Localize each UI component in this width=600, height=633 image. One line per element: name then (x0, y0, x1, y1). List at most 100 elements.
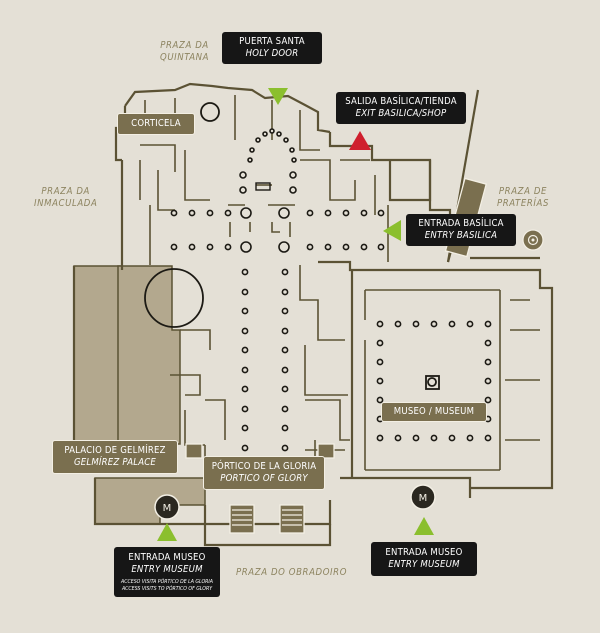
column (281, 444, 289, 452)
column (448, 434, 456, 442)
column (376, 320, 384, 328)
corticela-label: CORTICELA (117, 113, 195, 135)
holy-door-label: PUERTA SANTA HOLY DOOR (222, 32, 322, 64)
column (394, 320, 402, 328)
museum-label: MUSEO / MUSEUM (381, 402, 487, 422)
column (239, 186, 247, 194)
column (269, 128, 275, 134)
plaza-quintana: PRAZA DA QUINTANA (160, 40, 209, 64)
column (240, 207, 252, 219)
red-arrow-exit (349, 131, 371, 150)
column (376, 377, 384, 385)
column (377, 209, 385, 217)
museum-marker-left-letter: M (163, 503, 172, 514)
portico-label-es: PÓRTICO DE LA GLORIA (211, 461, 317, 472)
plaza-praterias-line1: PRAZA DE (498, 186, 548, 197)
column (206, 243, 214, 251)
column (241, 405, 249, 413)
plaza-quintana-line1: PRAZA DA (160, 40, 209, 51)
column (360, 243, 368, 251)
column (430, 434, 438, 442)
green-arrow-holy-door (268, 88, 288, 105)
column (484, 396, 492, 404)
exit-label-es: SALIDA BASÍLICA/TIENDA (345, 96, 457, 107)
column (412, 434, 420, 442)
column (281, 268, 289, 276)
museum-marker-right-letter: M (419, 493, 428, 504)
column (376, 339, 384, 347)
column (281, 346, 289, 354)
column (241, 307, 249, 315)
column (377, 243, 385, 251)
columns (170, 128, 492, 452)
entry-museum-left-note-es: ACCESO VISITA PÓRTICO DE LA GLORIA (121, 579, 213, 585)
museum-marker-left: M (154, 494, 180, 520)
column (281, 288, 289, 296)
column (241, 366, 249, 374)
holy-door-label-es: PUERTA SANTA (239, 36, 305, 47)
column (241, 385, 249, 393)
column (448, 320, 456, 328)
gelmirez-palace-label-en: GELMÍREZ PALACE (73, 457, 157, 468)
column (247, 157, 253, 163)
entry-basilica-label: ENTRADA BASÍLICA ENTRY BASILICA (406, 214, 516, 246)
portico-label-en: PORTICO OF GLORY (220, 473, 308, 484)
plaza-quintana-line2: QUINTANA (160, 52, 210, 63)
column (241, 346, 249, 354)
plaza-inmaculada-line1: PRAZA DA (41, 186, 90, 197)
column (360, 209, 368, 217)
column (306, 209, 314, 217)
column (224, 243, 232, 251)
column (289, 147, 295, 153)
column (224, 209, 232, 217)
plaza-inmaculada: PRAZA DA INMACULADA (34, 186, 97, 210)
column (241, 327, 249, 335)
gelmirez-palace-label-es: PALACIO DE GELMÍREZ (64, 445, 166, 456)
column (289, 171, 297, 179)
exit-label-en: EXIT BASILICA/SHOP (355, 108, 447, 119)
praterias-fountain (522, 229, 544, 251)
column (241, 288, 249, 296)
column (255, 137, 261, 143)
column (342, 209, 350, 217)
column (376, 434, 384, 442)
column (276, 131, 282, 137)
entry-museum-right-label-en: ENTRY MUSEUM (388, 559, 460, 570)
column (430, 320, 438, 328)
column (241, 268, 249, 276)
column (241, 424, 249, 432)
column (281, 385, 289, 393)
column (324, 243, 332, 251)
column (170, 243, 178, 251)
entry-museum-left-label-en: ENTRY MUSEUM (131, 564, 203, 575)
column (342, 243, 350, 251)
column (281, 405, 289, 413)
column (241, 444, 249, 452)
column (324, 209, 332, 217)
column (249, 147, 255, 153)
gelmirez-palace-label: PALACIO DE GELMÍREZ GELMÍREZ PALACE (52, 440, 178, 474)
column (188, 243, 196, 251)
green-arrow-entry-museum-right (414, 517, 434, 535)
portico-label: PÓRTICO DE LA GLORIA PORTICO OF GLORY (203, 456, 325, 490)
column (240, 241, 252, 253)
column (394, 434, 402, 442)
column (289, 186, 297, 194)
column (484, 434, 492, 442)
entry-basilica-label-en: ENTRY BASILICA (424, 230, 498, 241)
entry-museum-right-label-es: ENTRADA MUSEO (385, 547, 463, 558)
exit-label: SALIDA BASÍLICA/TIENDA EXIT BASILICA/SHO… (336, 92, 466, 124)
plaza-praterias-line2: PRATERÍAS (497, 198, 549, 209)
plaza-obradoiro: PRAZA DO OBRADOIRO (236, 567, 348, 578)
column (484, 320, 492, 328)
column (466, 320, 474, 328)
holy-door-label-en: HOLY DOOR (245, 48, 299, 59)
column (281, 366, 289, 374)
column (281, 307, 289, 315)
entry-museum-left-note-en: ACCESS VISITS TO PÓRTICO OF GLORY (121, 585, 213, 592)
entry-museum-right-label: ENTRADA MUSEO ENTRY MUSEUM (371, 542, 477, 576)
column (170, 209, 178, 217)
entry-museum-left-label-es: ENTRADA MUSEO (128, 552, 206, 563)
structural-features (144, 102, 440, 390)
